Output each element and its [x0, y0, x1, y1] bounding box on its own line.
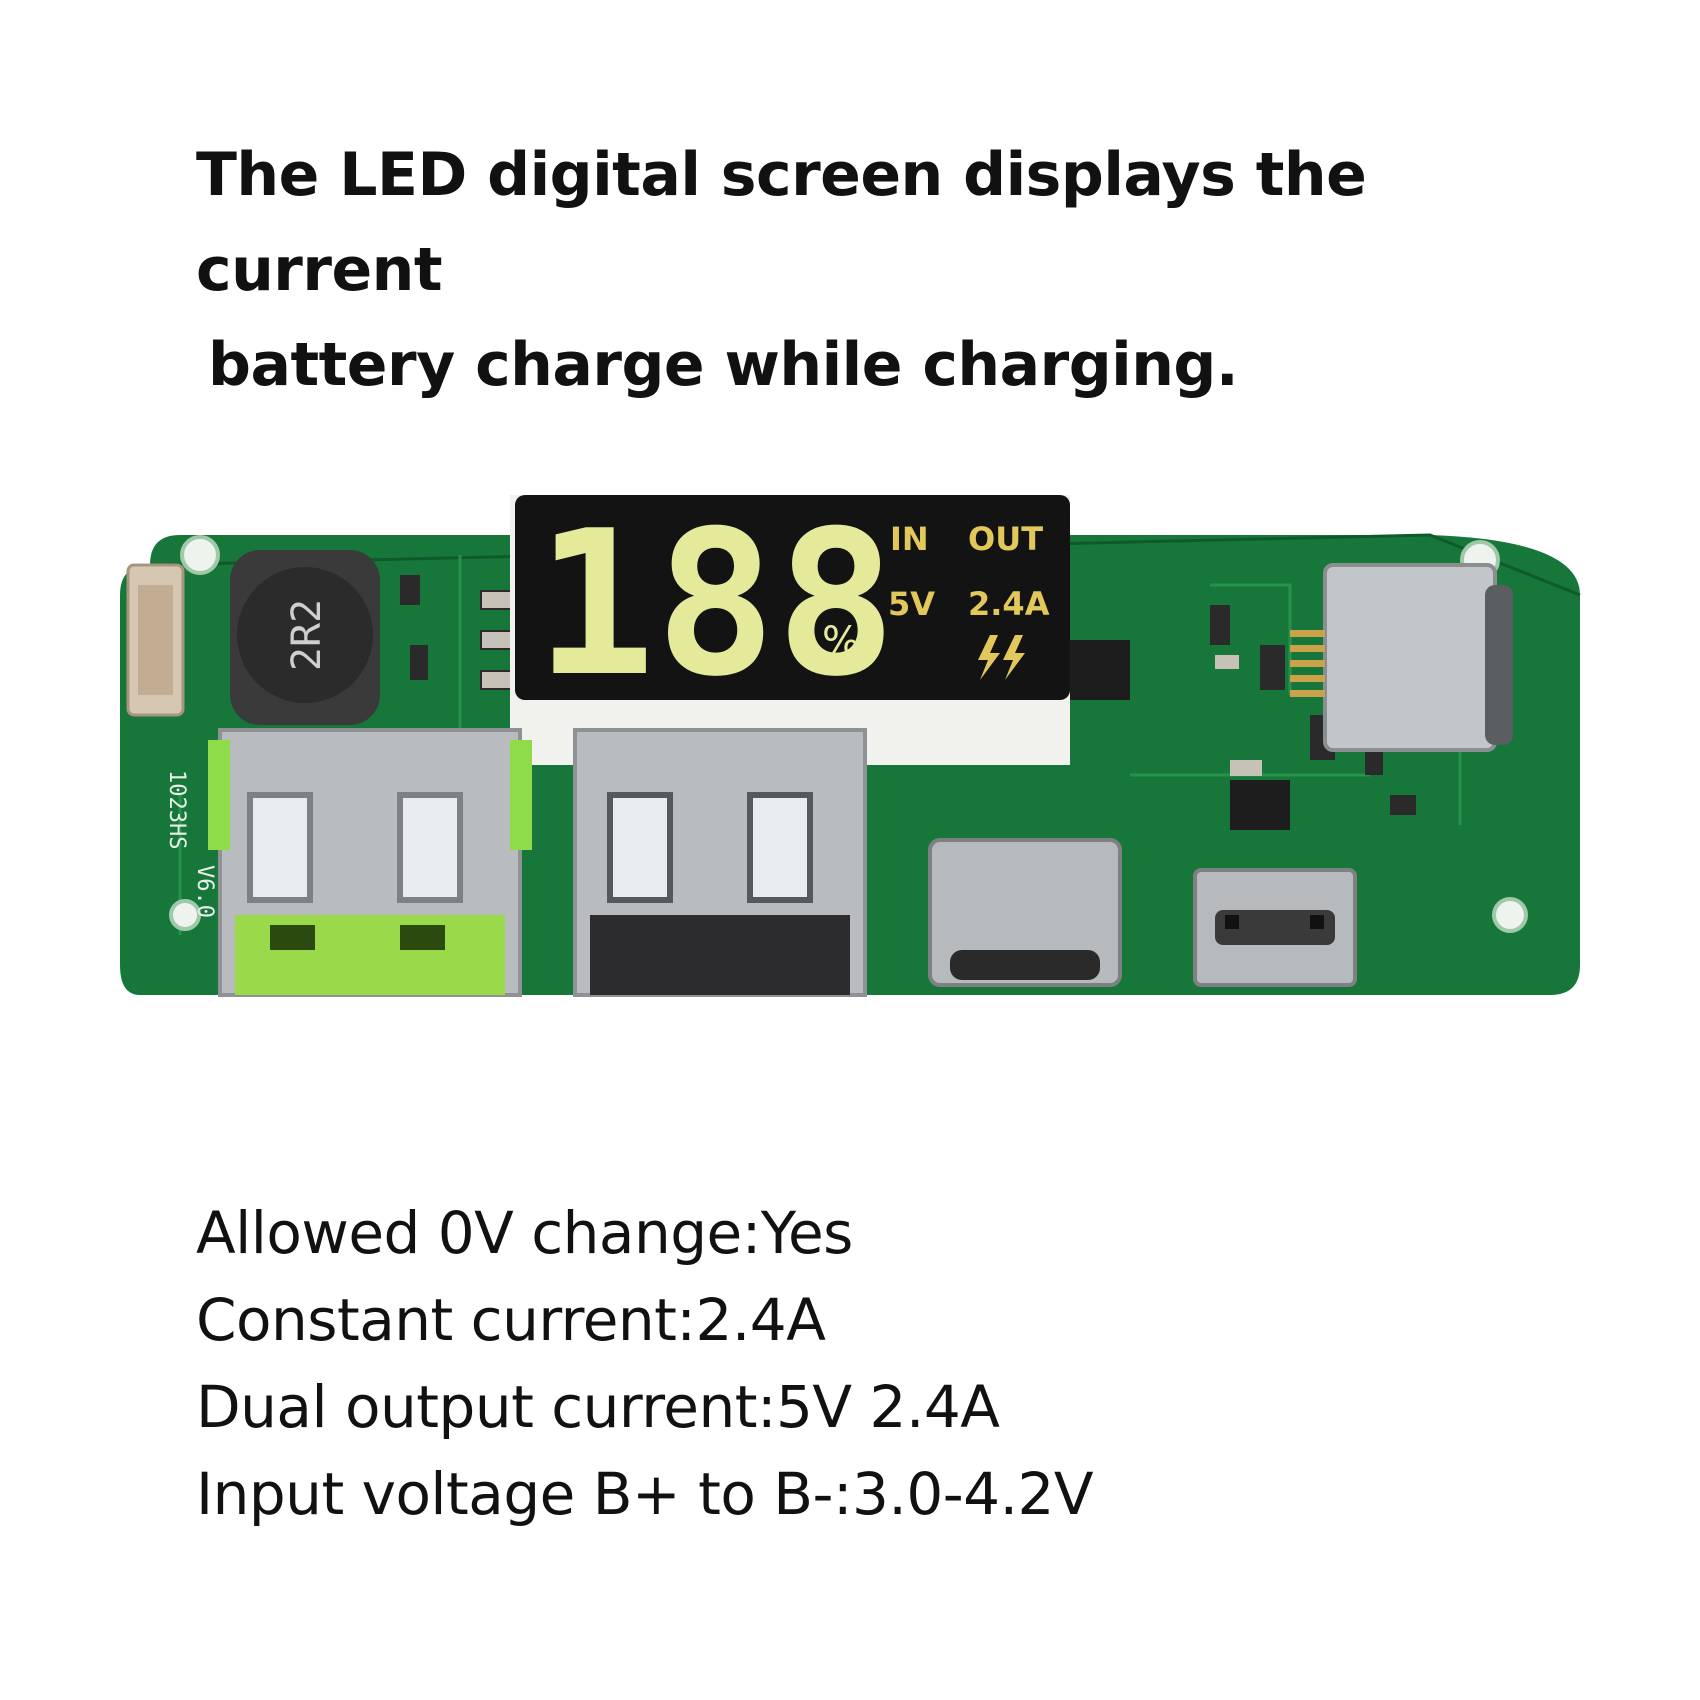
- silkscreen-code: 1023HS: [164, 770, 189, 849]
- display-percent: %: [822, 619, 860, 665]
- silkscreen-version: V6.0: [192, 865, 217, 918]
- led-display: 188 % IN OUT 5V 2.4A: [510, 495, 1070, 765]
- spec-list: Allowed 0V change:Yes Constant current:2…: [196, 1190, 1596, 1538]
- usb-c-port: [928, 838, 1122, 987]
- spec-line-4: Input voltage B+ to B-:3.0-4.2V: [196, 1460, 1094, 1528]
- spec-line-3: Dual output current:5V 2.4A: [196, 1373, 1000, 1441]
- headline-line-1: The LED digital screen displays the curr…: [196, 140, 1367, 305]
- micro-usb-port: [1193, 868, 1357, 987]
- display-voltage: 5V: [888, 585, 935, 623]
- lightning-icon: [978, 635, 1025, 680]
- display-in-label: IN: [890, 520, 929, 558]
- pcb-board-photo: 2R2 188 % IN OUT 5V 2.4A: [110, 495, 1600, 1115]
- ic-chip-u2: [1070, 640, 1130, 700]
- display-digits: 188: [535, 495, 896, 721]
- inductor-label: 2R2: [284, 599, 330, 671]
- headline: The LED digital screen displays the curr…: [196, 128, 1596, 413]
- headline-line-2: battery charge while charging.: [208, 330, 1239, 400]
- ic-chip-u6: [1230, 780, 1290, 830]
- inductor: 2R2: [230, 550, 380, 725]
- spec-line-2: Constant current:2.4A: [196, 1286, 826, 1354]
- spec-line-1: Allowed 0V change:Yes: [196, 1199, 853, 1267]
- display-out-label: OUT: [968, 520, 1043, 558]
- usb-c-port-side: [1290, 563, 1513, 752]
- usb-a-port-2: [573, 728, 867, 997]
- usb-a-port-1: [208, 728, 532, 997]
- display-current: 2.4A: [968, 585, 1050, 623]
